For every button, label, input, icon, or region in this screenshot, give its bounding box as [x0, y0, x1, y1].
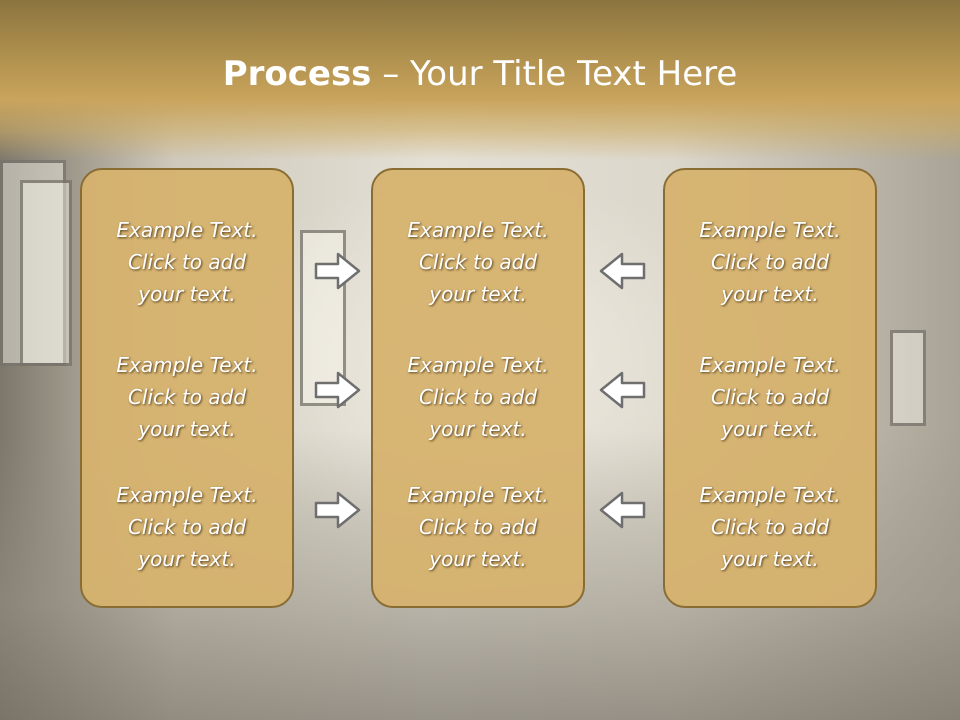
text-block[interactable]: Example Text. Click to add your text.: [665, 214, 875, 310]
text-line: Click to add: [418, 515, 538, 539]
arrow-left-icon: [599, 491, 646, 529]
arrow-right-icon: [314, 252, 361, 290]
arrow-right-icon: [314, 371, 361, 409]
text-line: Click to add: [127, 250, 247, 274]
text-line: your text.: [721, 282, 819, 306]
text-line: Click to add: [127, 515, 247, 539]
text-line: Example Text.: [407, 353, 549, 377]
process-panel-left[interactable]: Example Text. Click to add your text. Ex…: [80, 168, 294, 608]
text-block[interactable]: Example Text. Click to add your text.: [82, 349, 292, 445]
text-line: your text.: [138, 547, 236, 571]
text-line: your text.: [138, 417, 236, 441]
text-line: Click to add: [418, 385, 538, 409]
text-line: Example Text.: [116, 483, 258, 507]
text-line: Example Text.: [407, 483, 549, 507]
arrow-left-icon: [599, 371, 646, 409]
text-line: Click to add: [127, 385, 247, 409]
text-block[interactable]: Example Text. Click to add your text.: [373, 214, 583, 310]
text-line: your text.: [429, 417, 527, 441]
window-decor: [890, 330, 926, 426]
text-line: Example Text.: [116, 218, 258, 242]
text-block[interactable]: Example Text. Click to add your text.: [665, 479, 875, 575]
text-line: Example Text.: [699, 483, 841, 507]
process-panel-right[interactable]: Example Text. Click to add your text. Ex…: [663, 168, 877, 608]
title-band: [0, 0, 960, 160]
text-line: your text.: [429, 282, 527, 306]
window-decor: [0, 160, 66, 366]
arrow-left-icon: [599, 252, 646, 290]
text-block[interactable]: Example Text. Click to add your text.: [665, 349, 875, 445]
text-line: your text.: [429, 547, 527, 571]
text-block[interactable]: Example Text. Click to add your text.: [373, 479, 583, 575]
text-line: your text.: [721, 547, 819, 571]
text-line: Example Text.: [407, 218, 549, 242]
slide-title[interactable]: Process – Your Title Text Here: [0, 52, 960, 96]
text-line: Click to add: [710, 250, 830, 274]
text-block[interactable]: Example Text. Click to add your text.: [373, 349, 583, 445]
text-line: Click to add: [710, 515, 830, 539]
text-line: Example Text.: [699, 353, 841, 377]
text-block[interactable]: Example Text. Click to add your text.: [82, 479, 292, 575]
text-line: your text.: [138, 282, 236, 306]
process-panel-center[interactable]: Example Text. Click to add your text. Ex…: [371, 168, 585, 608]
text-line: Click to add: [418, 250, 538, 274]
title-bold: Process: [222, 54, 372, 94]
text-line: Example Text.: [699, 218, 841, 242]
text-line: your text.: [721, 417, 819, 441]
text-line: Click to add: [710, 385, 830, 409]
arrow-right-icon: [314, 491, 361, 529]
text-line: Example Text.: [116, 353, 258, 377]
window-decor: [20, 180, 72, 366]
title-rest: – Your Title Text Here: [371, 54, 738, 94]
text-block[interactable]: Example Text. Click to add your text.: [82, 214, 292, 310]
